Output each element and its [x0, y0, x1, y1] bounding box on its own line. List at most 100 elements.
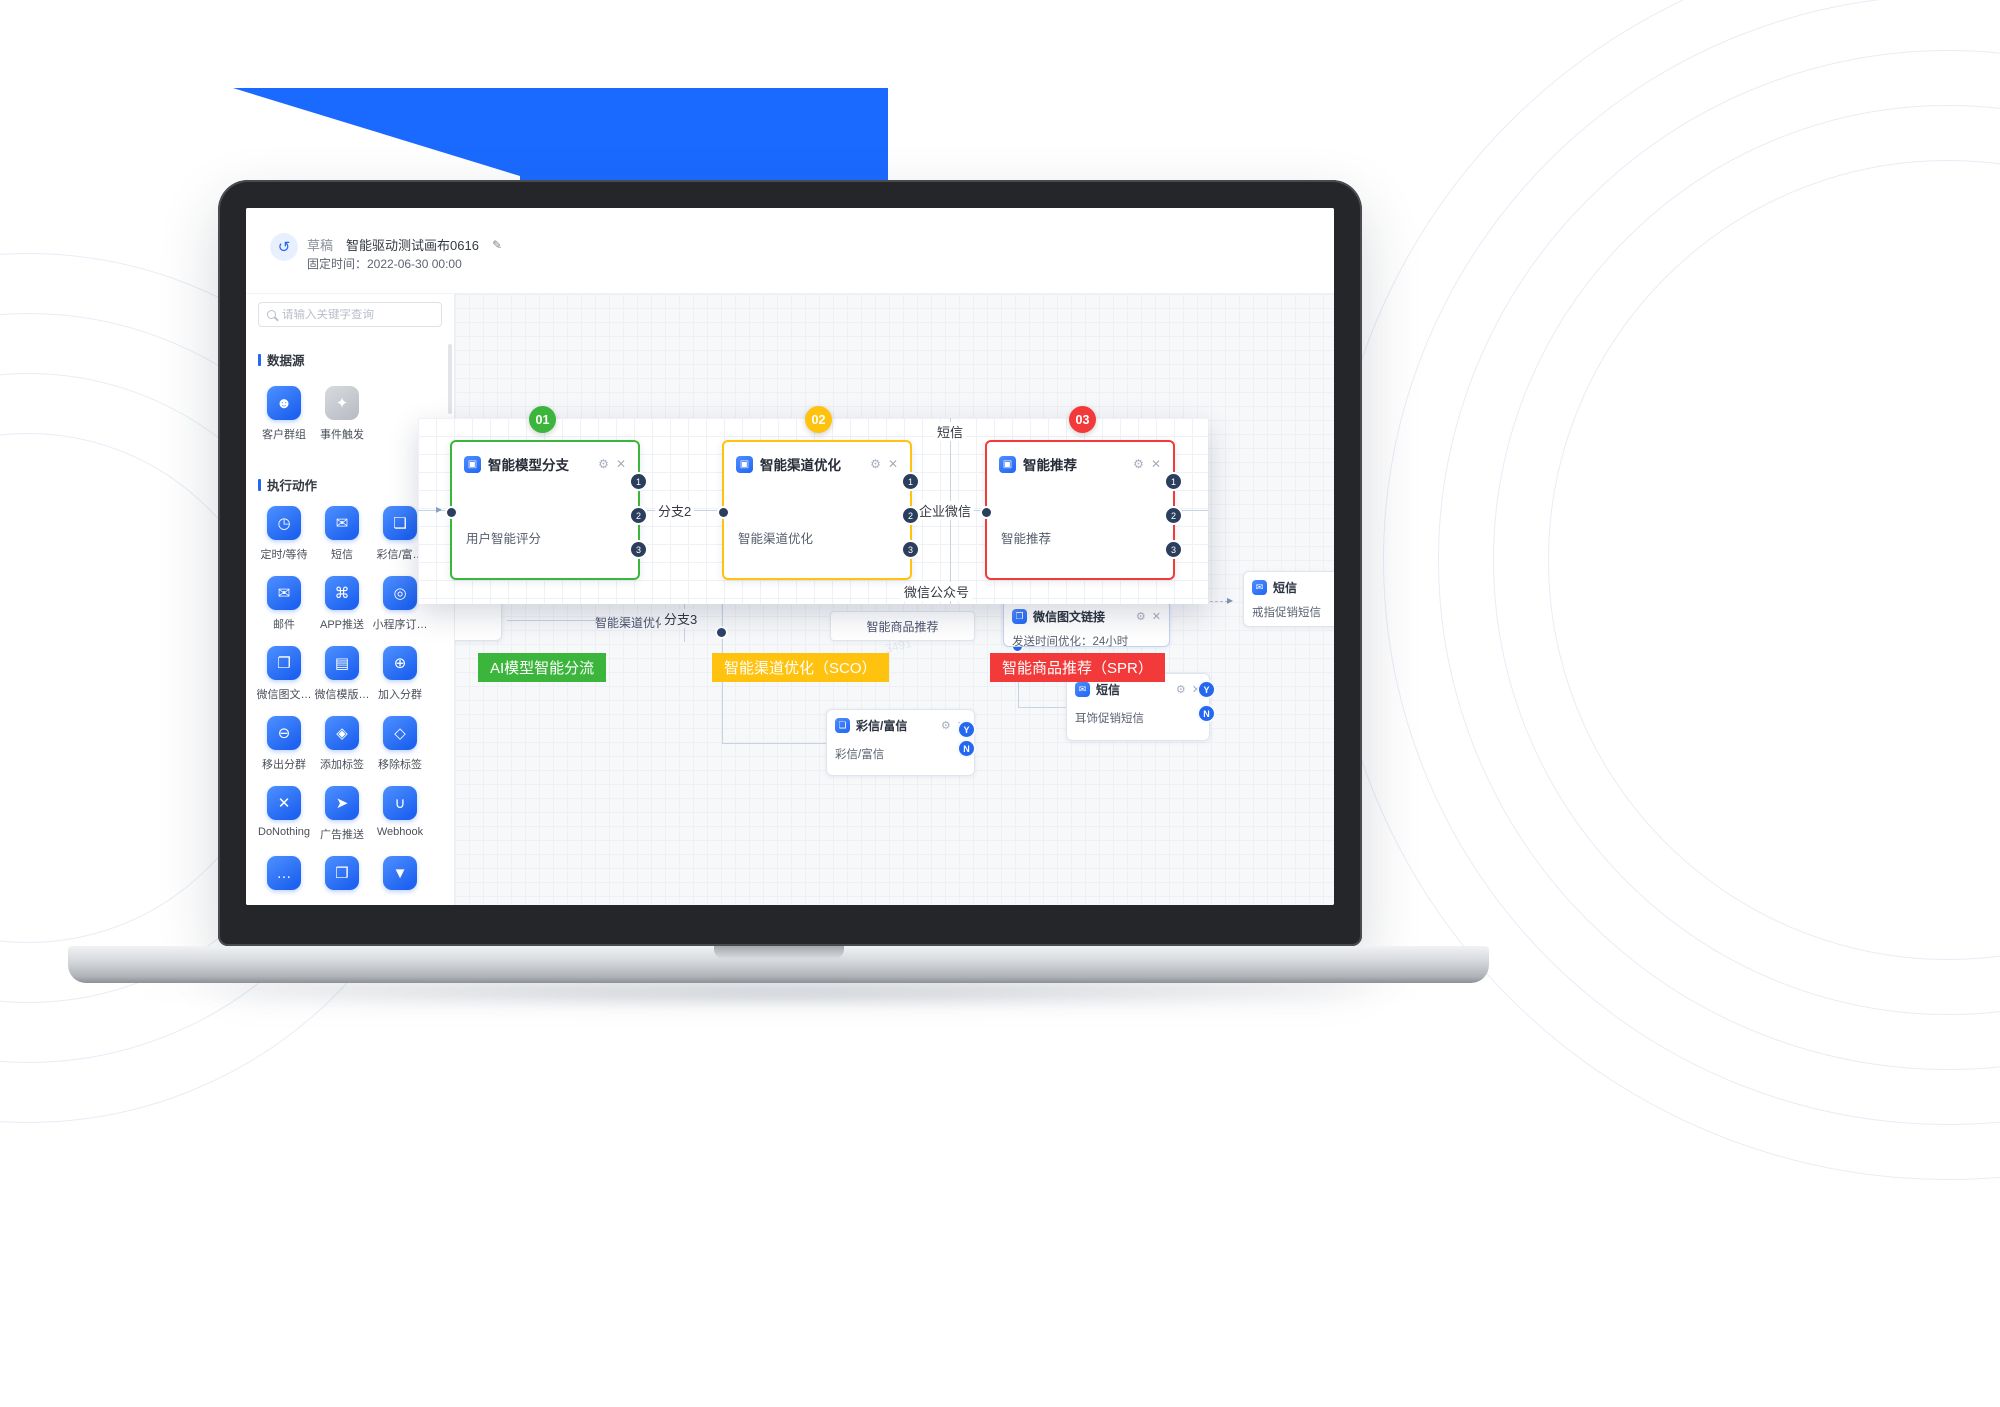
app-push-icon: ⌘ — [325, 576, 359, 610]
sidebar-item-timer-wait[interactable]: ◷ 定时/等待 — [255, 506, 313, 562]
app-header: ↺ 草稿 智能驱动测试画布0616 ✎ 固定时间：2022-06-30 00:0… — [246, 208, 1334, 293]
sidebar-item-add-tag[interactable]: ◈ 添加标签 — [313, 716, 371, 772]
sidebar-scrollbar[interactable] — [448, 344, 452, 414]
output-port-1[interactable]: 1 — [1166, 474, 1181, 489]
branch-yes-badge[interactable]: Y — [1199, 682, 1214, 697]
sidebar-item-wechat-article[interactable]: ❐ 微信图文… — [255, 646, 313, 702]
output-port-2[interactable]: 2 — [903, 508, 918, 523]
node-product-recommend[interactable]: 智能商品推荐 — [830, 611, 975, 641]
output-port-1[interactable]: 1 — [903, 474, 918, 489]
sidebar-item-extra-1[interactable]: … — [255, 856, 313, 896]
item-label: 广告推送 — [320, 829, 364, 841]
branch-yes-badge[interactable]: Y — [959, 722, 974, 737]
input-port[interactable] — [982, 508, 991, 517]
item-label: DoNothing — [258, 826, 310, 838]
gear-icon[interactable]: ⚙ — [1175, 684, 1186, 696]
sidebar-item-extra-3[interactable]: ▼ — [371, 856, 429, 896]
sidebar-item-remove-tag[interactable]: ◇ 移除标签 — [371, 716, 429, 772]
edit-title-icon[interactable]: ✎ — [491, 237, 502, 252]
gear-icon[interactable]: ⚙ — [870, 457, 881, 471]
node-type-icon: ▣ — [464, 455, 481, 473]
trash-icon[interactable]: ✕ — [1150, 457, 1161, 471]
node-type-icon: ❏ — [835, 718, 850, 733]
section-label: 执行动作 — [267, 479, 318, 493]
connector-line — [722, 743, 826, 744]
section-bar — [258, 478, 261, 491]
miniprogram-icon: ◎ — [383, 576, 417, 610]
output-port-3[interactable]: 3 — [903, 542, 918, 557]
input-port[interactable] — [719, 508, 728, 517]
canvas-node-recommend[interactable]: ▣ 智能推荐 ⚙ ✕ 智能推荐 1 2 3 — [982, 440, 1181, 580]
node-body: 戒指促销短信 — [1252, 607, 1321, 619]
sidebar-item-sms[interactable]: ✉ 短信 — [313, 506, 371, 562]
input-port[interactable] — [447, 508, 456, 517]
arrow-icon: ▸ — [436, 502, 443, 516]
trash-icon[interactable]: ✕ — [615, 457, 626, 471]
chat-icon: … — [267, 856, 301, 890]
canvas-node-sms-earring[interactable]: ✉ 短信 ⚙ ✕ 耳饰促销短信 — [1066, 673, 1210, 741]
node-title: 短信 — [1096, 683, 1121, 697]
node-title: 智能渠道优化 — [760, 458, 841, 473]
gear-icon[interactable]: ⚙ — [1135, 611, 1146, 623]
item-label: 移出分群 — [262, 759, 306, 771]
sidebar-item-customer-group[interactable]: ☻ 客户群组 — [255, 386, 313, 442]
section-title-datasource: 数据源 — [258, 350, 305, 369]
node-body: 智能推荐 — [1001, 532, 1052, 546]
trash-icon[interactable]: ✕ — [1191, 684, 1201, 696]
branch-no-badge[interactable]: N — [959, 741, 974, 756]
annotation-ai-split: AI模型智能分流 — [478, 653, 607, 682]
canvas-node-sms-ring[interactable]: ✉ 短信 戒指促销短信 — [1243, 571, 1334, 627]
gear-icon[interactable]: ⚙ — [598, 457, 609, 471]
add-tag-icon: ◈ — [325, 716, 359, 750]
output-port-2[interactable]: 2 — [631, 508, 646, 523]
page-title: 智能驱动测试画布0616 — [346, 238, 479, 253]
item-label: 微信模版… — [314, 689, 370, 701]
output-port-3[interactable]: 3 — [1166, 542, 1181, 557]
join-segment-icon: ⊕ — [383, 646, 417, 680]
step-badge-01: 01 — [529, 406, 556, 433]
sidebar-item-webhook[interactable]: ∪ Webhook — [371, 786, 429, 838]
node-type-icon: ✉ — [1075, 682, 1090, 697]
sidebar-item-donothing[interactable]: ✕ DoNothing — [255, 786, 313, 838]
node-body: 耳饰促销短信 — [1075, 713, 1144, 725]
node-type-icon: ▣ — [999, 455, 1016, 473]
partial-node[interactable] — [455, 599, 502, 641]
sidebar-item-app-push[interactable]: ⌘ APP推送 — [313, 576, 371, 632]
gear-icon[interactable]: ⚙ — [1133, 457, 1144, 471]
sidebar-item-miniprogram[interactable]: ◎ 小程序订… — [371, 576, 429, 632]
canvas-node-channel-opt[interactable]: ▣ 智能渠道优化 ⚙ ✕ 智能渠道优化 1 2 3 — [719, 440, 918, 580]
canvas-node-model-branch[interactable]: ▣ 智能模型分支 ⚙ ✕ 用户智能评分 1 2 3 — [447, 440, 646, 580]
sidebar-item-email[interactable]: ✉ 邮件 — [255, 576, 313, 632]
canvas-node-mms[interactable]: ❏ 彩信/富信 ⚙ ✕ 彩信/富信 — [826, 709, 975, 776]
output-port-2[interactable]: 2 — [1166, 508, 1181, 523]
back-button[interactable]: ↺ — [270, 233, 298, 261]
node-title: 短信 — [1273, 581, 1298, 595]
search-box[interactable] — [258, 302, 442, 327]
output-port-3[interactable]: 3 — [631, 542, 646, 557]
node-title: 智能推荐 — [1023, 458, 1077, 473]
sidebar-item-event-trigger[interactable]: ✦ 事件触发 — [313, 386, 371, 442]
canvas-node-wechat-article[interactable]: ❐ 微信图文链接 ⚙ ✕ 发送时间优化：24小时 — [1003, 600, 1170, 648]
item-label: 邮件 — [273, 619, 295, 631]
sidebar-item-extra-2[interactable]: ❒ — [313, 856, 371, 896]
sidebar-item-join-segment[interactable]: ⊕ 加入分群 — [371, 646, 429, 702]
sidebar-item-mms[interactable]: ❏ 彩信/富… — [371, 506, 429, 562]
sidebar-item-remove-segment[interactable]: ⊖ 移出分群 — [255, 716, 313, 772]
connector-dot — [717, 628, 726, 637]
node-body: 用户智能评分 — [466, 532, 542, 546]
trash-icon[interactable]: ✕ — [887, 457, 898, 471]
output-port-1[interactable]: 1 — [631, 474, 646, 489]
gear-icon[interactable]: ⚙ — [940, 720, 951, 732]
annotation-sco: 智能渠道优化（SCO） — [712, 653, 889, 682]
laptop-shadow — [120, 978, 1440, 1008]
laptop-notch — [713, 946, 844, 959]
event-trigger-icon: ✦ — [325, 386, 359, 420]
search-input[interactable] — [282, 308, 433, 321]
branch-no-badge[interactable]: N — [1199, 706, 1214, 721]
sidebar-item-ad-push[interactable]: ➤ 广告推送 — [313, 786, 371, 842]
breadcrumb: 草稿 智能驱动测试画布0616 ✎ — [307, 235, 502, 254]
connector-line — [507, 620, 595, 621]
trash-icon[interactable]: ✕ — [1151, 611, 1161, 623]
draft-status: 草稿 — [307, 238, 334, 253]
sidebar-item-wechat-template[interactable]: ▤ 微信模版… — [313, 646, 371, 702]
